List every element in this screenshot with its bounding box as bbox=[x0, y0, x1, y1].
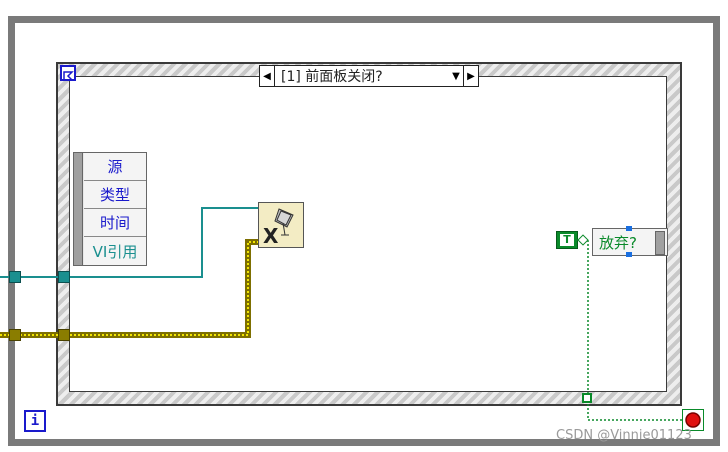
reference-tunnel-loop[interactable] bbox=[9, 271, 21, 283]
case-selector[interactable]: ◀ [1] 前面板关闭? ▼ ▶ bbox=[259, 65, 479, 87]
discard-selection-marker-top bbox=[626, 226, 632, 231]
discard-terminal-label: 放弃? bbox=[599, 233, 637, 252]
loop-stop-terminal[interactable] bbox=[682, 409, 704, 431]
boolean-wire-true bbox=[584, 239, 589, 396]
error-cluster-wire-inner bbox=[0, 241, 258, 336]
event-data-source[interactable]: 源 bbox=[84, 153, 146, 181]
event-data-node[interactable]: 源 类型 时间 VI引用 bbox=[73, 152, 147, 266]
loop-iteration-label: i bbox=[30, 413, 40, 429]
watermark: CSDN @Vinnie01123 bbox=[556, 428, 692, 443]
stop-icon bbox=[685, 412, 701, 428]
error-cluster-wire-outer bbox=[0, 239, 258, 338]
case-selector-terminal[interactable] bbox=[60, 65, 76, 81]
boolean-wire-stop bbox=[587, 400, 684, 421]
discard-terminal-handle bbox=[655, 231, 665, 255]
reference-wire bbox=[0, 207, 258, 278]
while-loop-frame[interactable] bbox=[8, 16, 720, 446]
error-tunnel-loop[interactable] bbox=[9, 329, 21, 341]
reference-tunnel-case[interactable] bbox=[58, 271, 70, 283]
close-reference-function[interactable]: X bbox=[258, 202, 304, 248]
close-reference-icon: X bbox=[259, 203, 303, 248]
event-data-vi-reference[interactable]: VI引用 bbox=[84, 237, 146, 265]
loop-iteration-terminal[interactable]: i bbox=[24, 410, 46, 432]
true-constant[interactable]: T bbox=[556, 231, 578, 249]
selector-terminal-icon bbox=[63, 71, 74, 81]
true-constant-label: T bbox=[560, 234, 574, 246]
event-data-node-handle bbox=[74, 153, 83, 265]
discard-selection-marker-bottom bbox=[626, 252, 632, 257]
error-tunnel-case[interactable] bbox=[58, 329, 70, 341]
case-selector-label: [1] 前面板关闭? bbox=[281, 69, 383, 85]
event-data-time[interactable]: 时间 bbox=[84, 209, 146, 237]
event-data-type[interactable]: 类型 bbox=[84, 181, 146, 209]
boolean-tunnel-case[interactable] bbox=[582, 393, 592, 403]
case-dropdown-arrow[interactable]: ▼ bbox=[452, 70, 460, 82]
svg-text:X: X bbox=[263, 224, 279, 247]
case-next-arrow[interactable]: ▶ bbox=[463, 66, 478, 86]
case-prev-arrow[interactable]: ◀ bbox=[260, 66, 275, 86]
